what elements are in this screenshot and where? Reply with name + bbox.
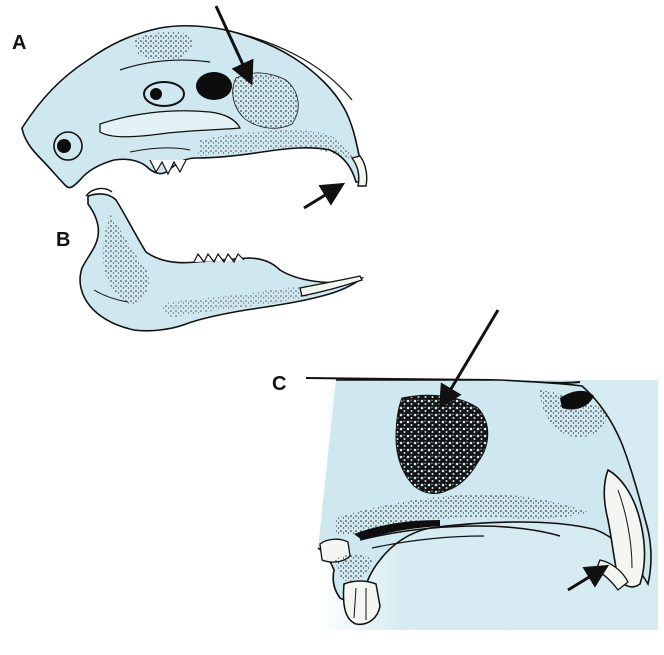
skull-a-arrow-incisor: [304, 186, 340, 208]
orbit-dark: [196, 72, 232, 100]
panel-label-c: C: [272, 374, 286, 394]
skull-c-rostrum: [306, 378, 658, 630]
foramen: [150, 88, 162, 100]
panel-label-a: A: [12, 33, 26, 53]
cranium-outline: [22, 26, 366, 188]
panel-label-b: B: [56, 230, 70, 250]
rostrum-cheek-tooth-lower: [344, 581, 381, 624]
skull-a-cranium: [22, 26, 367, 188]
upper-cheek-teeth: [150, 160, 186, 174]
skull-b-mandible: [80, 189, 362, 331]
auditory-meatus: [57, 139, 71, 153]
